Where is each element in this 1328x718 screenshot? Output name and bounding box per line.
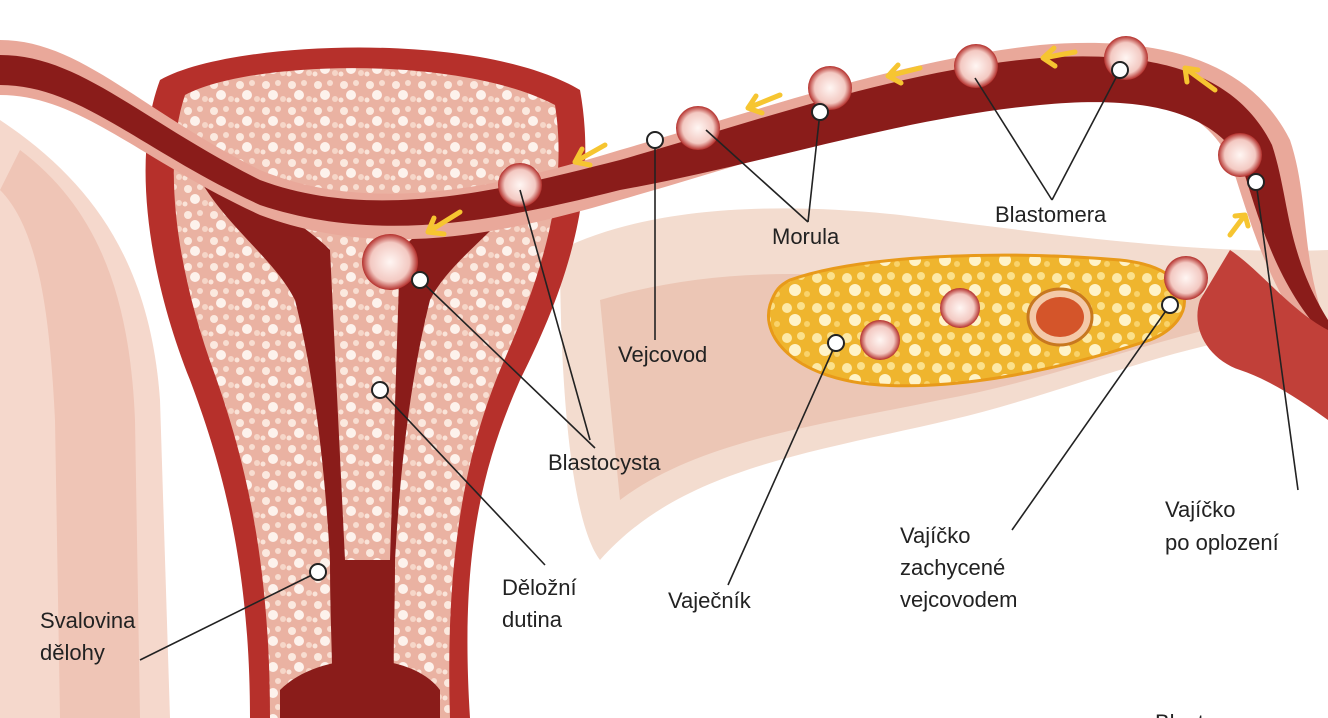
ovary-egg-cell-2 xyxy=(940,288,980,328)
blastocyst-cell-2 xyxy=(498,163,542,207)
label-svalovina-line1: Svalovina xyxy=(40,608,136,633)
label-blastomera: Blastomera xyxy=(995,202,1107,227)
label-svalovina-line2: dělohy xyxy=(40,640,105,665)
label-oplozeni-line1: Vajíčko xyxy=(1165,497,1236,522)
label-vajecnik: Vaječník xyxy=(668,588,752,613)
blastomere-cell-1 xyxy=(954,44,998,88)
label-delozni-dutina-line2: dutina xyxy=(502,607,563,632)
label-zachycene-line3: vejcovodem xyxy=(900,587,1017,612)
label-morula: Morula xyxy=(772,224,840,249)
label-oplozeni-line2: po oplození xyxy=(1165,530,1279,555)
blastocyst-cell-1 xyxy=(362,234,418,290)
label-zachycene-line2: zachycené xyxy=(900,555,1005,580)
label-blastocysta: Blastocysta xyxy=(548,450,661,475)
fertilized-egg-cell xyxy=(1218,133,1262,177)
label-corner-partial: Blastomera xyxy=(1155,710,1267,718)
label-vejcovod: Vejcovod xyxy=(618,342,707,367)
label-delozni-dutina-line1: Děložní xyxy=(502,575,577,600)
morula-cell-2 xyxy=(808,66,852,110)
morula-cell-1 xyxy=(676,106,720,150)
ovary-egg-cell-1 xyxy=(860,320,900,360)
captured-egg-cell xyxy=(1164,256,1208,300)
label-zachycene-line1: Vajíčko xyxy=(900,523,971,548)
